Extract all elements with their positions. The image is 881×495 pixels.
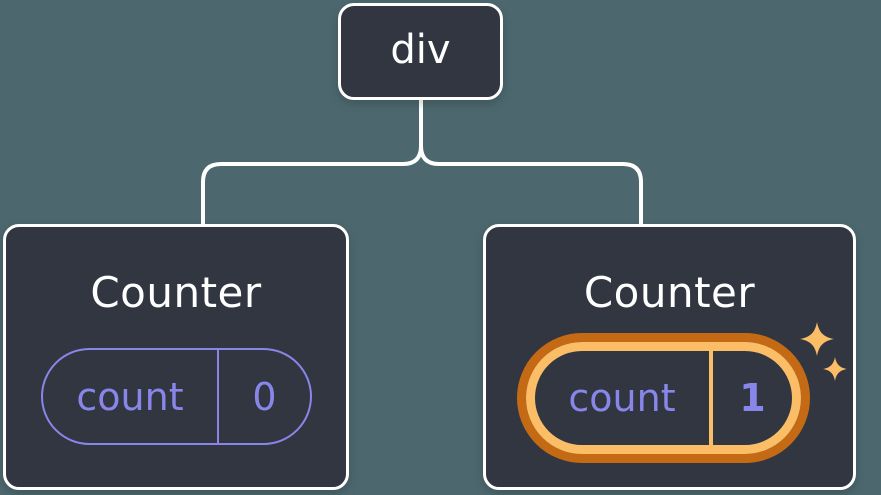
sparkle-large	[800, 322, 834, 356]
tree-node-div: div	[338, 3, 503, 100]
state-key-cell: count	[535, 351, 709, 445]
state-value-cell: 1	[709, 351, 792, 445]
counter-card-right: Counter count 1	[483, 224, 856, 490]
state-key-cell: count	[43, 350, 217, 443]
connector-left-branch	[201, 96, 423, 228]
state-value-label: 1	[739, 376, 766, 420]
state-value-cell: 0	[217, 350, 310, 443]
connector-right-branch	[419, 96, 643, 228]
state-key-label: count	[76, 374, 184, 419]
state-key-label: count	[568, 376, 676, 420]
sparkle-small	[823, 357, 847, 381]
state-pill-highlighted: count 1	[517, 333, 810, 463]
counter-card-left: Counter count 0	[3, 224, 349, 490]
counter-title: Counter	[583, 268, 756, 317]
node-div-label: div	[390, 26, 451, 73]
state-pill-inner: count 1	[526, 342, 801, 454]
state-value-label: 0	[252, 374, 277, 419]
counter-title: Counter	[90, 268, 262, 317]
state-pill: count 0	[41, 348, 312, 445]
